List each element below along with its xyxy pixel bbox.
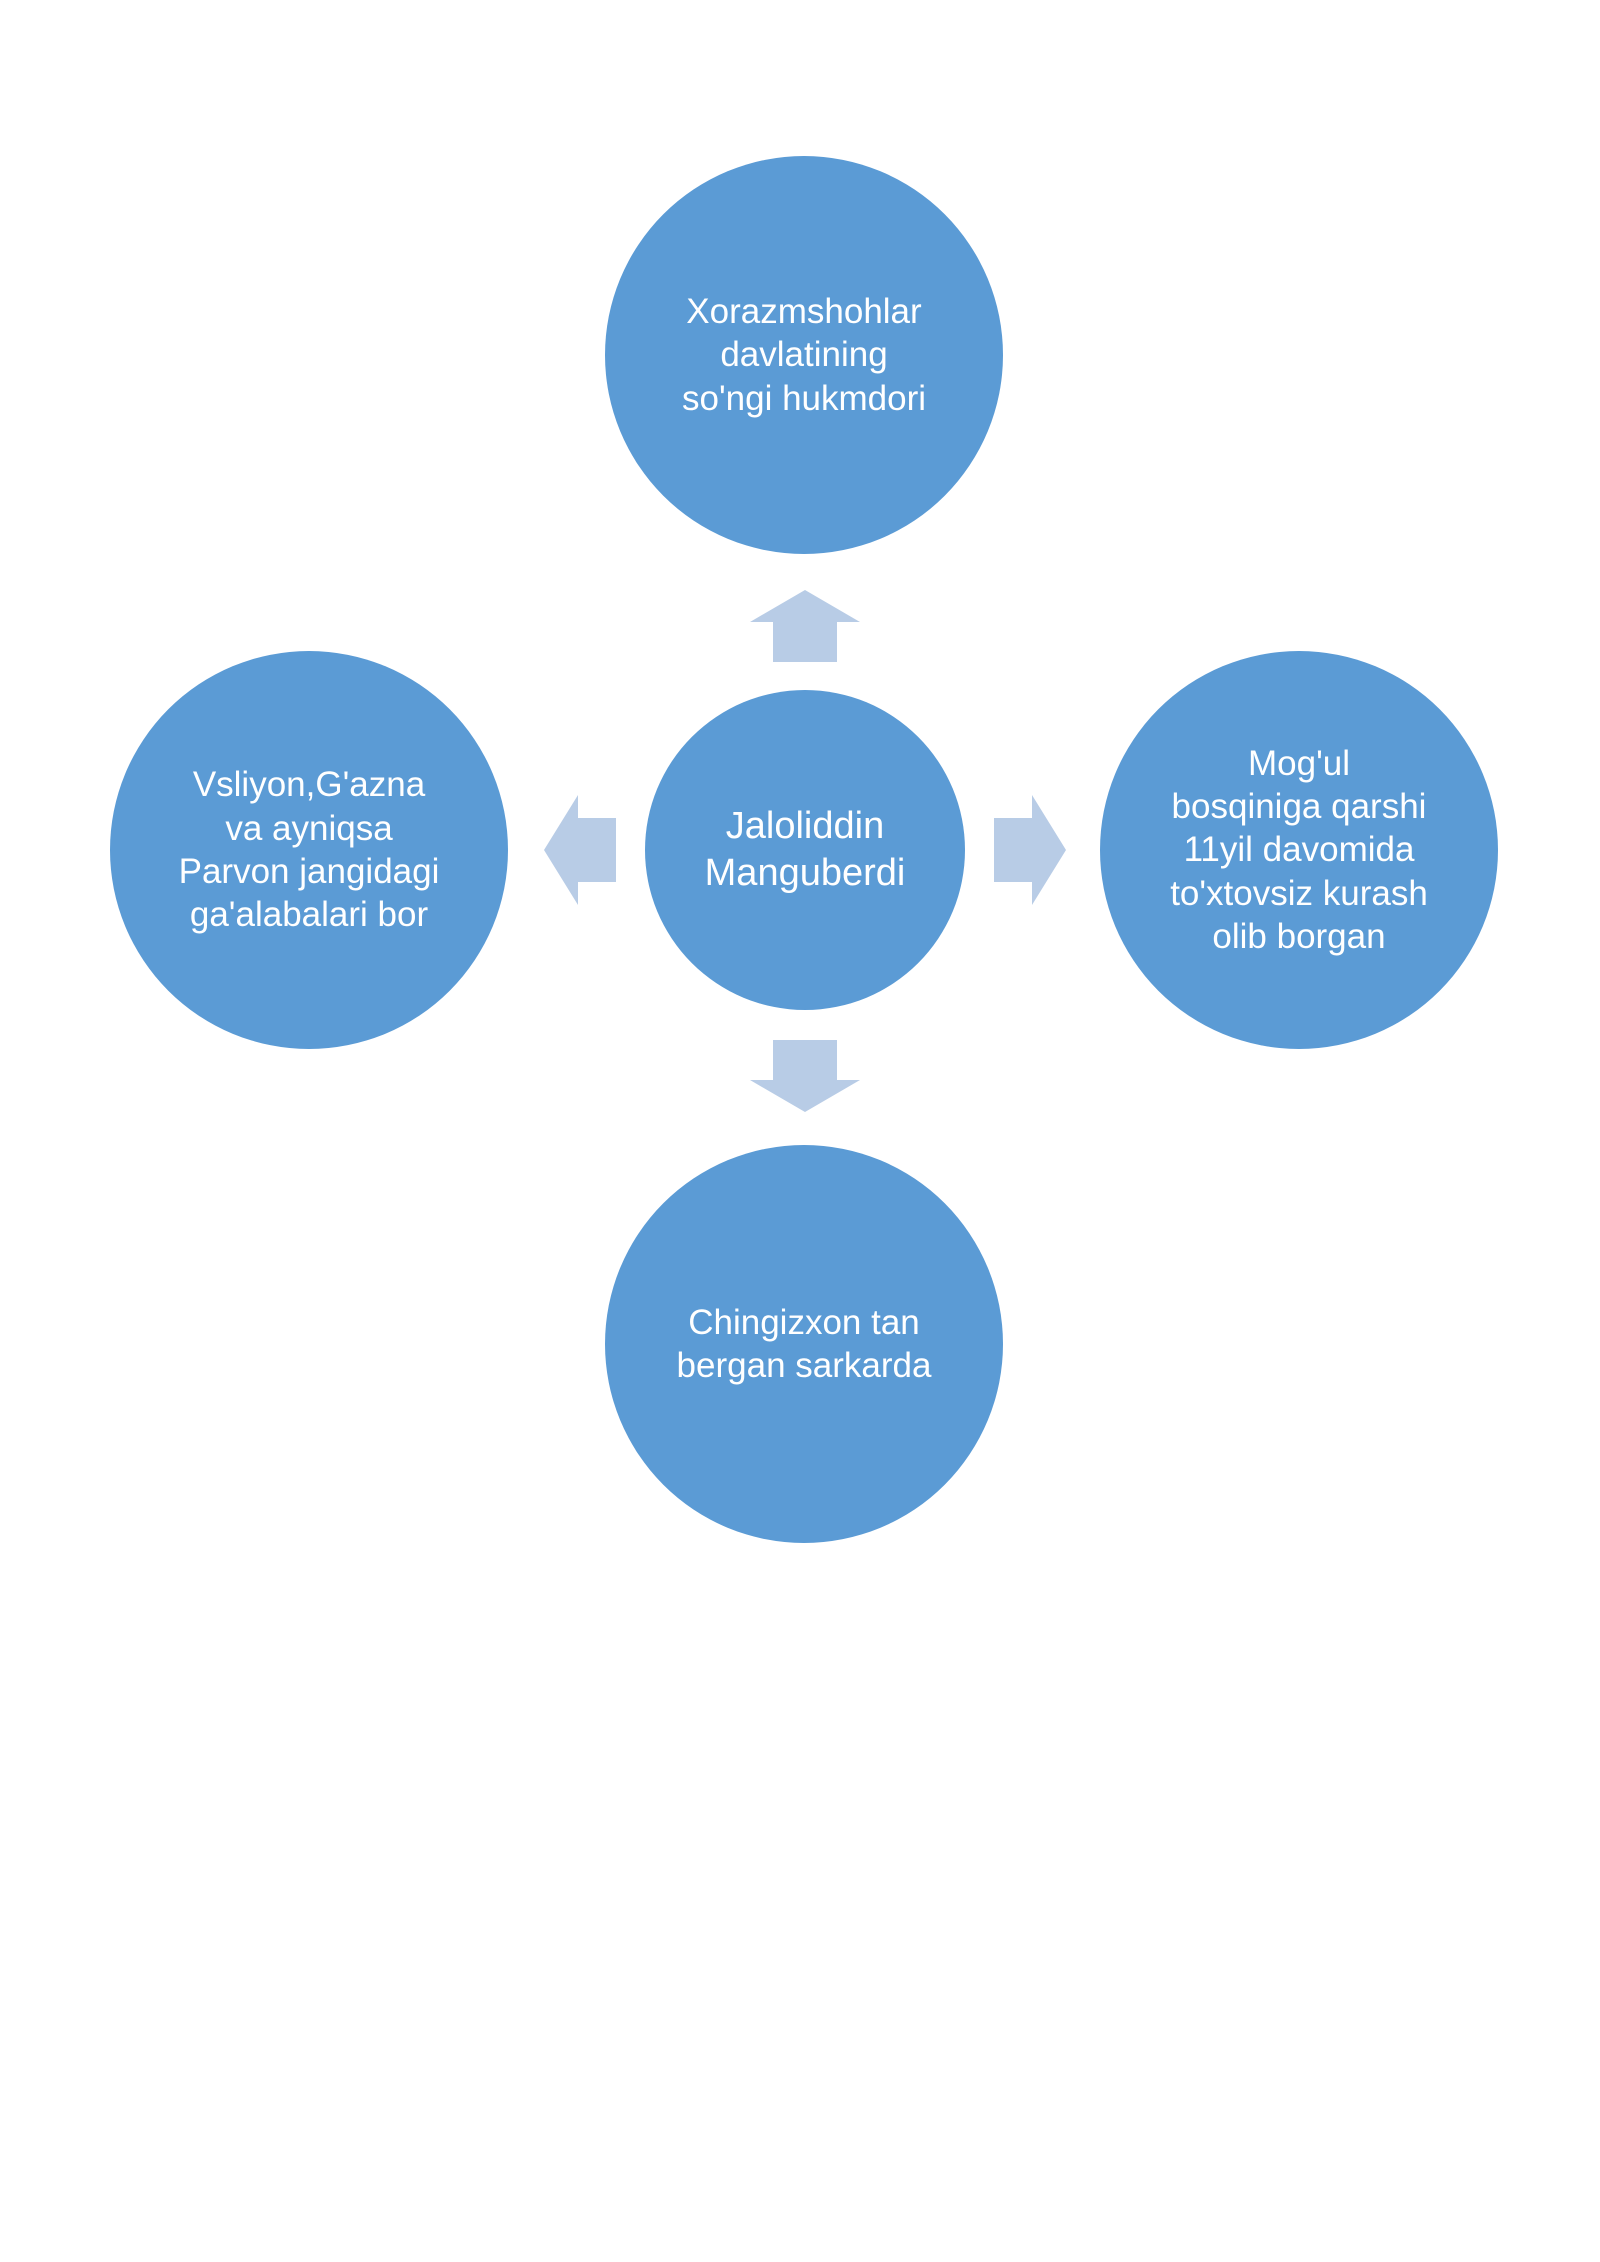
top-node-label: Xorazmshohlar davlatining so'ngi hukmdor… xyxy=(681,291,927,418)
bottom-node-label: Chingizxon tan bergan sarkarda xyxy=(676,1302,932,1385)
center-node: Jaloliddin Manguberdi xyxy=(645,690,965,1010)
arrow-up-icon xyxy=(750,590,860,662)
right-node: Mog'ul bosqiniga qarshi 11yil davomida t… xyxy=(1100,651,1498,1049)
right-node-label: Mog'ul bosqiniga qarshi 11yil davomida t… xyxy=(1170,743,1428,957)
left-node-label: Vsliyon,G'azna va ayniqsa Parvon jangida… xyxy=(178,765,440,935)
top-node: Xorazmshohlar davlatining so'ngi hukmdor… xyxy=(605,156,1003,554)
arrow-left-icon xyxy=(544,795,616,905)
center-node-label: Jaloliddin Manguberdi xyxy=(704,804,906,894)
arrow-down-icon xyxy=(750,1040,860,1112)
left-node: Vsliyon,G'azna va ayniqsa Parvon jangida… xyxy=(110,651,508,1049)
bottom-node: Chingizxon tan bergan sarkarda xyxy=(605,1145,1003,1543)
arrow-right-icon xyxy=(994,795,1066,905)
